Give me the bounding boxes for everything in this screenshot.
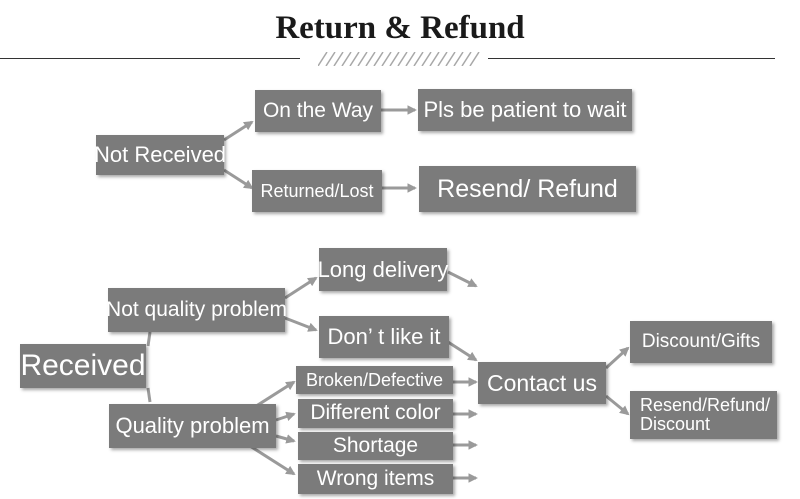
arrow-dont-contact — [447, 340, 478, 362]
node-resend-refund: Resend/ Refund — [419, 166, 636, 212]
arrow-notquality-dont — [284, 316, 318, 332]
node-not-quality-problem: Not quality problem — [106, 288, 287, 332]
node-resend-refund-discount: Resend/Refund/ Discount — [630, 391, 777, 439]
title-hatch-decoration — [318, 52, 480, 66]
node-different-color: Different color — [298, 399, 453, 428]
arrow-quality-shortage — [275, 434, 296, 444]
node-wrong-items: Wrong items — [298, 464, 453, 494]
node-broken-defective: Broken/Defective — [296, 366, 453, 394]
node-discount-gifts: Discount/Gifts — [630, 321, 772, 363]
arrow-notreceived-returned — [223, 168, 254, 190]
arrow-contact-discount — [604, 346, 630, 370]
node-dont-like-it: Don’ t like it — [319, 316, 449, 358]
title-rule-left — [0, 58, 300, 59]
page-title: Return & Refund — [275, 10, 525, 46]
node-resend-refund-discount-line2: Discount — [640, 414, 711, 434]
arrow-quality-wrong — [249, 444, 296, 476]
arrow-long-out — [447, 270, 478, 288]
arrow-notreceived-ontheway — [223, 120, 254, 142]
node-long-delivery: Long delivery — [318, 248, 448, 291]
node-not-received: Not Received — [94, 135, 226, 175]
arrow-notquality-long — [284, 276, 318, 300]
node-contact-us: Contact us — [478, 362, 606, 404]
arrow-quality-color — [275, 411, 296, 422]
connector-received-quality — [146, 387, 152, 403]
connector-received-notquality — [146, 331, 152, 347]
node-returned-lost: Returned/Lost — [252, 170, 382, 212]
node-be-patient: Pls be patient to wait — [418, 89, 632, 131]
node-resend-refund-discount-line1: Resend/Refund/ — [640, 395, 771, 416]
node-shortage: Shortage — [298, 432, 453, 460]
title-rule-right — [488, 58, 775, 59]
arrow-contact-resend — [605, 394, 630, 416]
node-quality-problem: Quality problem — [109, 404, 276, 448]
node-received: Received — [20, 344, 146, 388]
node-on-the-way: On the Way — [255, 90, 381, 132]
